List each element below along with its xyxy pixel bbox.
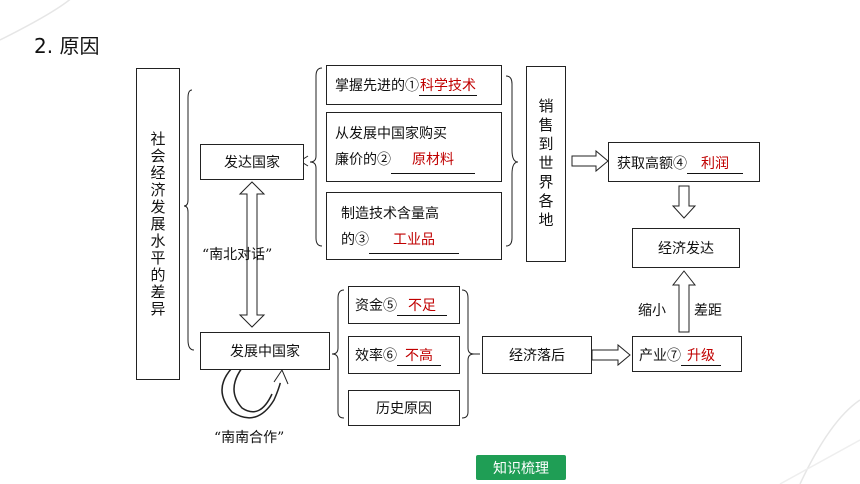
reason-advanced-tech-text: 掌握先进的①	[335, 78, 419, 94]
developed-countries-box: 发达国家	[200, 144, 304, 180]
gap-label: 差距	[694, 303, 722, 319]
reason-high-tech-text-b: 的③	[341, 232, 369, 248]
developed-countries-label: 发达国家	[224, 155, 280, 171]
answer-industrial-goods: 工业品	[369, 227, 459, 254]
reason-cheap-materials-text-b: 廉价的②	[335, 152, 391, 168]
economy-backward-label: 经济落后	[509, 348, 565, 364]
reason-history-label: 历史原因	[376, 401, 432, 417]
reason-high-tech-text-a: 制造技术含量高	[341, 206, 439, 222]
reason-history-box: 历史原因	[348, 390, 460, 426]
knowledge-review-button[interactable]: 知识梳理	[476, 455, 566, 480]
sell-worldwide-box: 销售到世界各地	[526, 66, 566, 262]
reason-capital-text: 资金⑤	[355, 298, 397, 314]
reason-cheap-materials-text-a: 从发展中国家购买	[335, 126, 447, 142]
developing-countries-box: 发展中国家	[200, 332, 330, 370]
south-south-cooperation-label: “南南合作”	[214, 430, 285, 446]
high-profit-text: 获取高额④	[617, 156, 687, 172]
narrow-label: 缩小	[638, 303, 666, 319]
reason-advanced-tech-box: 掌握先进的①科学技术	[326, 65, 502, 105]
answer-upgrade: 升级	[681, 345, 721, 366]
economy-backward-box: 经济落后	[482, 336, 592, 374]
economy-developed-label: 经济发达	[658, 241, 714, 257]
answer-not-high: 不高	[397, 345, 441, 366]
sell-worldwide-label: 销售到世界各地	[536, 97, 555, 231]
north-south-dialogue-label: “南北对话”	[202, 247, 273, 263]
answer-insufficient: 不足	[397, 295, 447, 316]
economic-gap-label: 社会经济发展水平的差异	[148, 130, 167, 318]
page-title: 2. 原因	[34, 34, 100, 58]
economic-gap-box: 社会经济发展水平的差异	[136, 68, 180, 380]
answer-materials: 原材料	[391, 147, 475, 174]
reason-efficiency-text: 效率⑥	[355, 348, 397, 364]
industry-upgrade-text: 产业⑦	[639, 348, 681, 364]
developing-countries-label: 发展中国家	[230, 344, 300, 360]
answer-profit: 利润	[687, 153, 743, 174]
answer-tech: 科学技术	[419, 75, 477, 96]
economy-developed-box: 经济发达	[632, 228, 740, 268]
diagram-panel: 社会经济发展水平的差异 发达国家 “南北对话” 发展中国家 “南南合作” 掌握先…	[122, 60, 773, 451]
